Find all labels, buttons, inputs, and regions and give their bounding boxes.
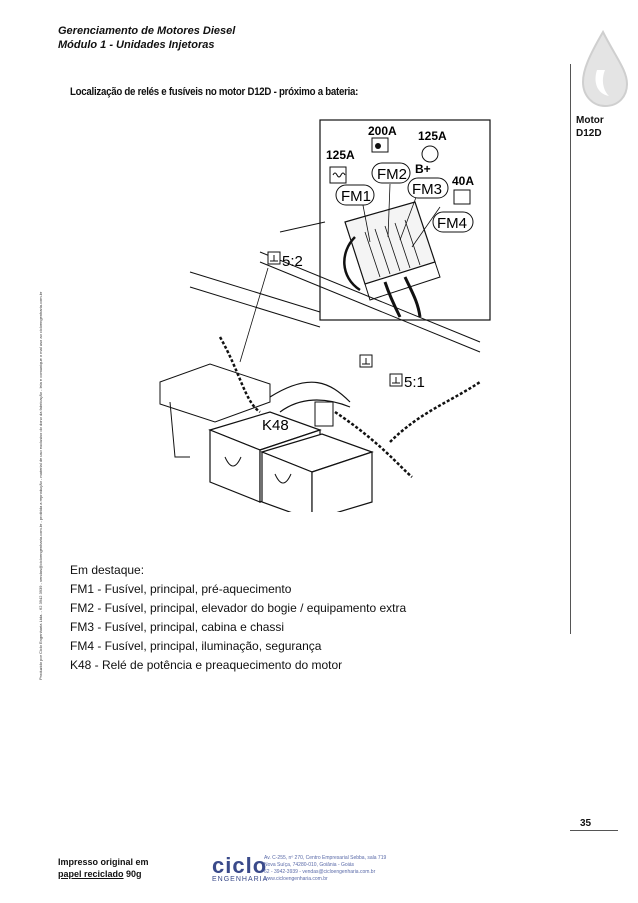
label-ground-52: 5:2 (282, 253, 303, 270)
publisher-drop-logo-icon (581, 30, 629, 108)
address-line3: 62 - 3942-3939 - vendas@cicloengenharia.… (264, 869, 376, 875)
list-item-fm3: FM3 - Fusível, principal, cabina e chass… (70, 620, 285, 634)
label-b-plus: B+ (415, 162, 431, 176)
headlight-icon (453, 189, 471, 205)
side-section-label: Motor D12D (576, 114, 604, 140)
label-125a-top: 125A (418, 129, 447, 143)
address-line2: Nova Suíça, 74280-010, Goiânia - Goiás (264, 862, 355, 868)
footer-weight: 90g (123, 869, 142, 879)
label-fm3: FM3 (412, 181, 442, 198)
page-number: 35 (580, 818, 592, 829)
address-line1: Av. C-255, nº 270, Centro Empresarial Se… (264, 855, 387, 861)
label-40a: 40A (452, 174, 474, 188)
document-header: Gerenciamento de Motores Diesel Módulo 1… (58, 24, 235, 52)
list-item-fm2: FM2 - Fusível, principal, elevador do bo… (70, 601, 407, 615)
label-125a-left: 125A (326, 148, 355, 162)
footer-recycled: papel reciclado (58, 869, 124, 879)
footer-line2: papel reciclado 90g (58, 868, 149, 880)
label-fm1: FM1 (341, 188, 371, 205)
label-fm4: FM4 (437, 215, 467, 232)
battery-fuse-diagram: 200A 125A 125A B+ 40A FM2 FM1 FM3 FM4 5:… (159, 119, 491, 512)
footer-line1: Impresso original em (58, 857, 149, 867)
label-ground-51: 5:1 (404, 374, 425, 391)
label-fm2: FM2 (377, 166, 407, 183)
side-divider (570, 64, 571, 634)
glow-plug-icon (329, 166, 347, 184)
page-number-rule (570, 830, 618, 831)
side-label-line1: Motor (576, 115, 604, 126)
vertical-copyright-note: Produzido por Ciclo Engenharia Ltda. - 6… (38, 291, 43, 680)
list-intro: Em destaque: (70, 563, 145, 577)
header-title: Gerenciamento de Motores Diesel (58, 25, 236, 37)
relay-k48 (314, 401, 334, 427)
battery-pair (208, 411, 374, 512)
address-line4[interactable]: www.cicloengenharia.com.br (264, 876, 328, 882)
list-item-fm1: FM1 - Fusível, principal, pré-aqueciment… (70, 582, 292, 596)
section-title: Localização de relés e fusíveis no motor… (70, 86, 359, 98)
label-200a: 200A (368, 124, 397, 138)
side-label-line2: D12D (576, 128, 602, 139)
recycled-paper-note: Impresso original em papel reciclado 90g (58, 856, 149, 880)
label-k48: K48 (262, 417, 289, 434)
header-subtitle: Módulo 1 - Unidades Injetoras (58, 39, 215, 51)
list-item-fm4: FM4 - Fusível, principal, iluminação, se… (70, 639, 322, 653)
ciclo-logo: ciclo (212, 853, 268, 878)
list-item-k48: K48 - Relé de potência e preaquecimento … (70, 658, 343, 672)
highlight-list: Em destaque: FM1 - Fusível, principal, p… (70, 561, 406, 675)
ciclo-logo-subtitle: ENGENHARIA (212, 876, 269, 883)
ignition-key-icon (421, 145, 439, 163)
publisher-address: Av. C-255, nº 270, Centro Empresarial Se… (264, 855, 386, 883)
